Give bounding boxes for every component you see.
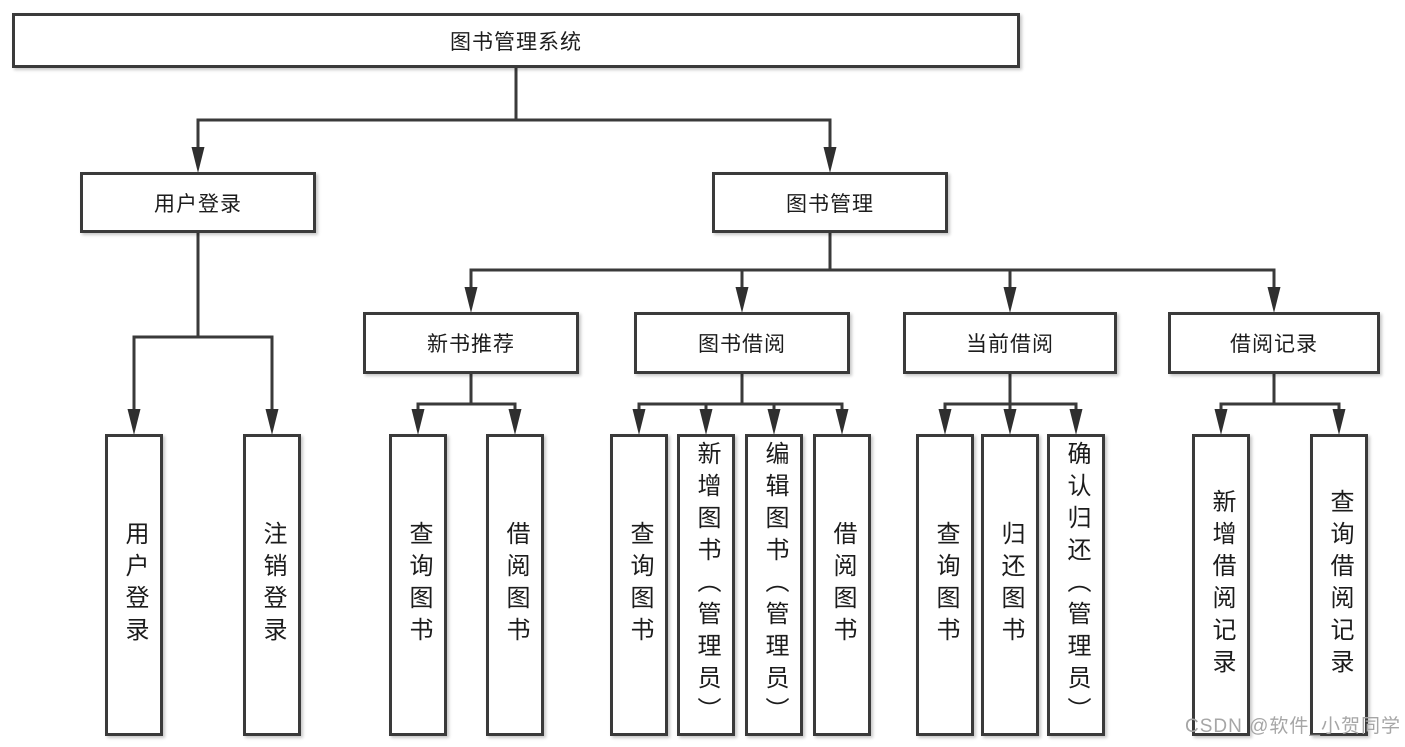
node-br-add-record: 新增借阅记录 xyxy=(1192,434,1250,736)
node-user-login-label: 用户登录 xyxy=(154,192,242,216)
node-book-borrow-label: 图书借阅 xyxy=(698,333,786,356)
node-book-borrow: 图书借阅 xyxy=(634,312,850,374)
connector-arrowhead xyxy=(767,409,781,435)
connector-arrowhead xyxy=(411,409,425,435)
node-rec-borrow-book: 借阅图书 xyxy=(486,434,544,736)
connector-arrowhead xyxy=(1332,409,1346,435)
connector-arrowhead xyxy=(1003,287,1017,313)
connector-arrowhead xyxy=(938,409,952,435)
node-bb-borrow-book-label: 借阅图书 xyxy=(829,521,856,649)
node-new-book-rec: 新书推荐 xyxy=(363,312,579,374)
node-cb-confirm-return-label: 确认归还（管理员） xyxy=(1063,441,1090,729)
node-bb-edit-book-label: 编辑图书（管理员） xyxy=(761,441,788,729)
connector-arrowhead xyxy=(508,409,522,435)
connector-arrowhead xyxy=(632,409,646,435)
connector-arrowhead xyxy=(1069,409,1083,435)
connector-arrowhead xyxy=(1003,409,1017,435)
connector-arrowhead xyxy=(464,287,478,313)
connector-arrowhead xyxy=(823,147,837,173)
node-cb-return-book-label: 归还图书 xyxy=(997,521,1024,649)
node-br-query-record-label: 查询借阅记录 xyxy=(1326,489,1353,681)
watermark: CSDN @软件_小贺同学 xyxy=(1185,716,1401,737)
node-rec-borrow-book-label: 借阅图书 xyxy=(502,521,529,649)
connector-arrowhead xyxy=(1214,409,1228,435)
node-current-borrow: 当前借阅 xyxy=(903,312,1117,374)
node-rec-query-book-label: 查询图书 xyxy=(405,521,432,649)
connector-arrowhead xyxy=(191,147,205,173)
node-rec-query-book: 查询图书 xyxy=(389,434,447,736)
node-bb-borrow-book: 借阅图书 xyxy=(813,434,871,736)
connector-arrowhead xyxy=(835,409,849,435)
connector-arrowhead xyxy=(735,287,749,313)
node-new-book-rec-label: 新书推荐 xyxy=(427,333,515,356)
connector-arrowhead xyxy=(1267,287,1281,313)
connector-arrowhead xyxy=(699,409,713,435)
node-bb-query-book-label: 查询图书 xyxy=(626,521,653,649)
connector-arrowhead xyxy=(265,409,279,435)
node-user-login: 用户登录 xyxy=(80,172,316,233)
connector-arrowhead xyxy=(127,409,141,435)
node-leaf-user-login-label: 用户登录 xyxy=(121,521,148,649)
node-bb-add-book-label: 新增图书（管理员） xyxy=(693,441,720,729)
node-bb-query-book: 查询图书 xyxy=(610,434,668,736)
node-leaf-logout-label: 注销登录 xyxy=(259,521,286,649)
node-book-mgmt: 图书管理 xyxy=(712,172,948,233)
node-bb-edit-book: 编辑图书（管理员） xyxy=(745,434,803,736)
node-current-borrow-label: 当前借阅 xyxy=(966,333,1054,356)
node-leaf-user-login: 用户登录 xyxy=(105,434,163,736)
node-bb-add-book: 新增图书（管理员） xyxy=(677,434,735,736)
node-book-mgmt-label: 图书管理 xyxy=(786,192,874,216)
node-borrow-records-label: 借阅记录 xyxy=(1230,333,1318,356)
node-br-query-record: 查询借阅记录 xyxy=(1310,434,1368,736)
node-cb-return-book: 归还图书 xyxy=(981,434,1039,736)
node-cb-query-book: 查询图书 xyxy=(916,434,974,736)
node-br-add-record-label: 新增借阅记录 xyxy=(1208,489,1235,681)
node-leaf-logout: 注销登录 xyxy=(243,434,301,736)
node-root-label: 图书管理系统 xyxy=(450,30,582,54)
node-cb-query-book-label: 查询图书 xyxy=(932,521,959,649)
node-cb-confirm-return: 确认归还（管理员） xyxy=(1047,434,1105,736)
node-borrow-records: 借阅记录 xyxy=(1168,312,1380,374)
node-root: 图书管理系统 xyxy=(12,13,1020,68)
